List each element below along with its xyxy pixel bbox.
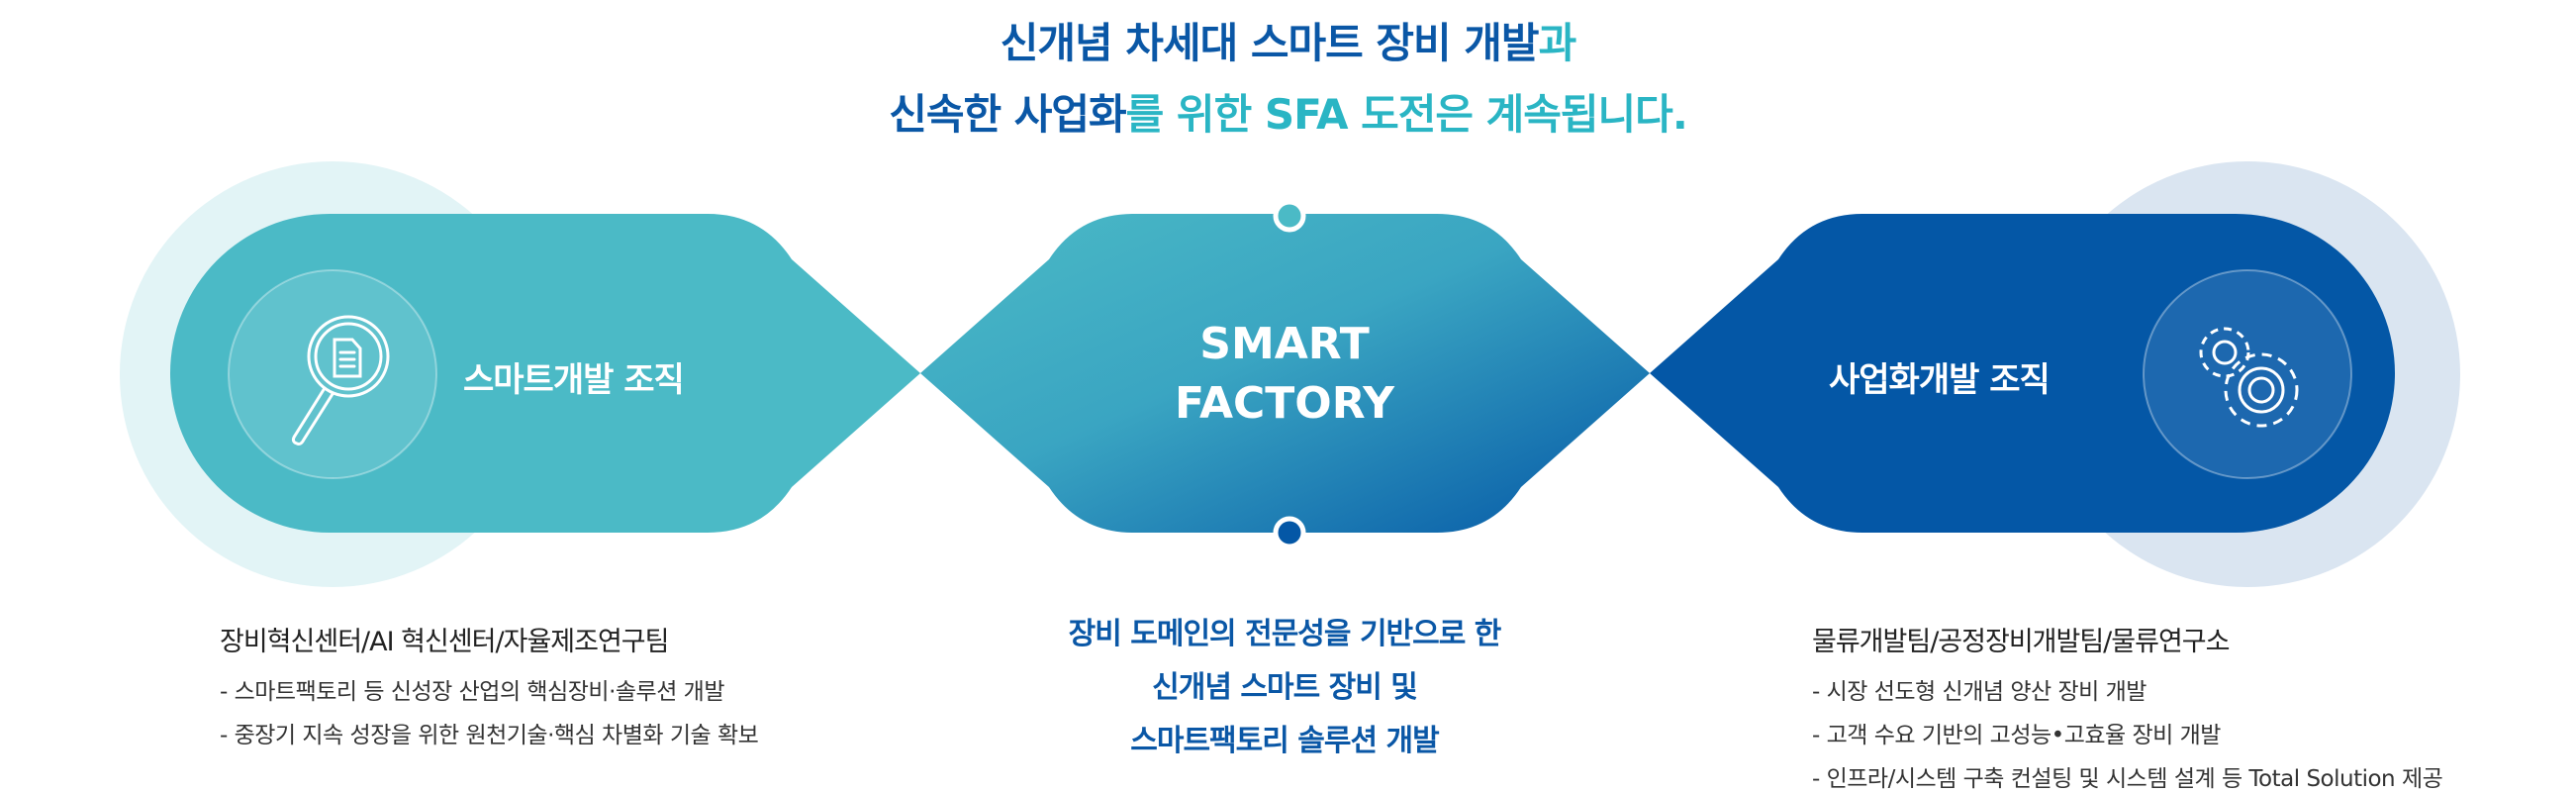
right-bullet: - 시장 선도형 신개념 양산 장비 개발 [1812, 679, 2147, 705]
right-shape [1650, 214, 2395, 533]
center-desc-line: 신개념 스마트 장비 및 [1152, 670, 1418, 705]
title-line2-teal: 를 위한 SFA 도전은 계속됩니다. [1125, 90, 1688, 139]
right-label: 사업화개발 조직 [1829, 360, 2051, 400]
title-line2-blue: 신속한 사업화 [889, 90, 1126, 139]
gears-icon [2199, 327, 2299, 428]
center-desc-line: 스마트팩토리 솔루션 개발 [1130, 724, 1440, 758]
top-dot [1273, 199, 1306, 233]
magnifier-document-icon [291, 315, 390, 446]
page-title: 신개념 차세대 스마트 장비 개발과 신속한 사업화를 위한 SFA 도전은 계… [0, 8, 2576, 150]
center-desc-line: 장비 도메인의 전문성을 기반으로 한 [1068, 617, 1502, 651]
left-shape [170, 214, 920, 533]
smart-line-2: FACTORY [1174, 378, 1395, 429]
center-shape [920, 214, 1650, 533]
title-line-2: 신속한 사업화를 위한 SFA 도전은 계속됩니다. [0, 79, 2576, 150]
left-description: 장비혁신센터/AI 혁신센터/자율제조연구팀 - 스마트팩토리 등 신성장 산업… [220, 620, 759, 749]
smart-factory-label: SMART FACTORY [1087, 315, 1482, 434]
center-description: 장비 도메인의 전문성을 기반으로 한 신개념 스마트 장비 및 스마트팩토리 … [938, 608, 1631, 768]
left-icon-circle [228, 269, 437, 479]
left-bullet: - 스마트팩토리 등 신성장 산업의 핵심장비·솔루션 개발 [220, 679, 725, 705]
left-heading: 장비혁신센터/AI 혁신센터/자율제조연구팀 [220, 627, 670, 657]
title-line-1: 신개념 차세대 스마트 장비 개발과 [0, 8, 2576, 79]
right-bullet: - 인프라/시스템 구축 컨설팅 및 시스템 설계 등 Total Soluti… [1812, 766, 2443, 792]
right-description: 물류개발팀/공정장비개발팀/물류연구소 - 시장 선도형 신개념 양산 장비 개… [1812, 620, 2443, 793]
left-label: 스마트개발 조직 [463, 360, 685, 400]
title-line1-blue: 신개념 차세대 스마트 장비 개발 [1000, 19, 1540, 67]
left-bullet: - 중장기 지속 성장을 위한 원천기술·핵심 차별화 기술 확보 [220, 723, 759, 748]
smart-line-1: SMART [1199, 319, 1370, 369]
title-line1-teal: 과 [1538, 19, 1577, 67]
bottom-dot [1273, 516, 1306, 549]
right-bullet: - 고객 수요 기반의 고성능•고효율 장비 개발 [1812, 723, 2221, 748]
right-heading: 물류개발팀/공정장비개발팀/물류연구소 [1812, 627, 2230, 657]
